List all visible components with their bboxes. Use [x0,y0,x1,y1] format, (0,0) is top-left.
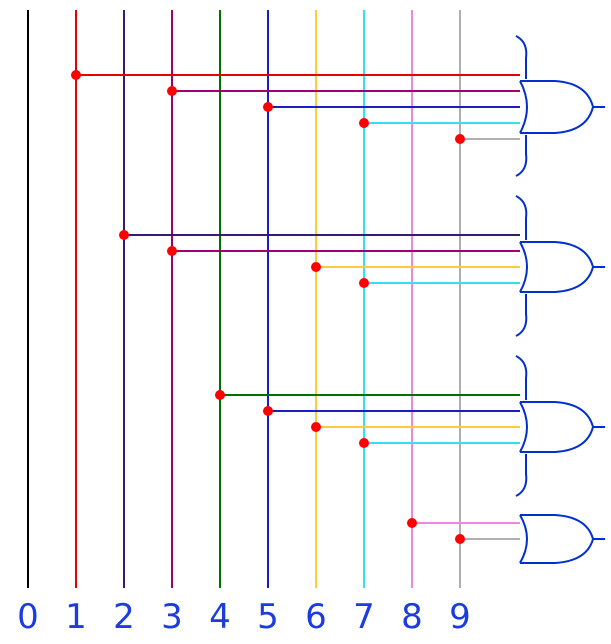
junction-dot-gate0-line1 [71,70,81,80]
line-label-0: 0 [17,597,39,637]
horizontal-taps [76,74,520,540]
or-gate-input-brace-1 [515,195,528,337]
or-gate-input-brace-2 [515,355,528,497]
or-gate-3 [519,514,595,564]
junction-dot-gate2-line4 [215,390,225,400]
junction-dot-gate1-line3 [167,246,177,256]
or-gate-0 [519,80,595,134]
line-label-7: 7 [353,597,375,637]
line-label-8: 8 [401,597,423,637]
junction-dot-gate1-line6 [311,262,321,272]
junction-dot-gate0-line5 [263,102,273,112]
junction-dot-gate1-line7 [359,278,369,288]
line-label-5: 5 [257,597,279,637]
line-label-6: 6 [305,597,327,637]
or-gate-2 [519,401,595,453]
line-label-3: 3 [161,597,183,637]
junction-dot-gate1-line2 [119,230,129,240]
junction-dot-gate0-line9 [455,134,465,144]
line-label-1: 1 [65,597,87,637]
line-label-2: 2 [113,597,135,637]
junction-dot-gate0-line7 [359,118,369,128]
line-labels: 0 1 2 3 4 5 6 7 8 9 [17,597,471,637]
or-gate-input-brace-0 [515,35,528,177]
or-gates [515,35,605,564]
or-gate-1 [519,241,595,293]
line-label-9: 9 [449,597,471,637]
junction-dot-gate3-line9 [455,534,465,544]
junction-dot-gate0-line3 [167,86,177,96]
vertical-lines [27,10,461,588]
junction-dot-gate2-line6 [311,422,321,432]
junction-dots [71,70,465,544]
junction-dot-gate2-line7 [359,438,369,448]
junction-dot-gate3-line8 [407,518,417,528]
line-label-4: 4 [209,597,231,637]
junction-dot-gate2-line5 [263,406,273,416]
